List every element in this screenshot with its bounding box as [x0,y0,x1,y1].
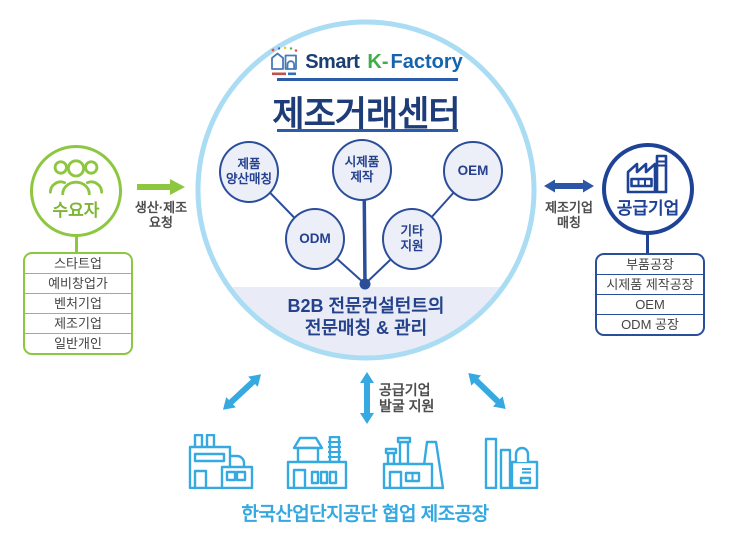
request-label-line2: 요청 [149,215,173,230]
center-footer: B2B 전문컨설턴트의 전문매칭 & 관리 [196,295,536,339]
center-title: 제조거래센터 [272,95,460,134]
bubble-oem: OEM [443,141,503,201]
partner-caption: 한국산업단지공단 협업 제조공장 [241,504,489,525]
supply-list-item: 시제품 제작공장 [597,274,703,294]
demand-list-item: 스타트업 [54,256,102,271]
factory-icon [626,154,668,194]
bubble-line: 양산매칭 [225,172,272,186]
demand-connector [75,235,78,253]
matching-arrow-label: 제조기업 매칭 [540,200,598,230]
logo-factory-text: Factory [390,50,463,73]
support-label-line2: 발굴 지원 [379,397,435,414]
bubble-prototype-production: 시제품 제작 [332,139,392,201]
request-label-line1: 생산·제조 [134,200,188,215]
center-footer-line2: 전문매칭 & 관리 [304,318,428,338]
factory-1-icon [188,434,254,489]
bubble-product-mass-matching: 제품 양산매칭 [219,141,279,203]
title-divider-bottom [277,129,458,132]
diagonal-arrow-right-icon [463,367,512,415]
logo-k-text: K- [367,50,389,73]
logo: Smart K- Factory [196,45,536,79]
supply-circle: 공급기업 [602,143,694,235]
supply-title: 공급기업 [616,199,680,218]
bubble-other-support: 기타 지원 [382,208,442,270]
matching-double-arrow-icon [544,179,594,193]
hub-dot [359,278,371,290]
bubble-line: ODM [299,230,331,246]
bubble-line: 지원 [400,239,424,253]
demand-title: 수요자 [52,201,100,220]
factory-4-icon [484,437,539,489]
supply-list: 부품공장 시제품 제작공장 OEM ODM 공장 [595,253,705,336]
demand-list-item: 일반개인 [25,333,131,353]
matching-label-line1: 제조기업 [545,200,593,215]
demand-list-item: 벤처기업 [25,293,131,313]
demand-list-item: 예비창업가 [25,273,131,293]
bubble-line: 기타 [400,223,424,238]
bubble-line: 제작 [350,170,374,184]
center-footer-line1: B2B 전문컨설턴트의 [287,296,445,316]
supply-list-item: ODM 공장 [597,314,703,334]
demand-list-item: 제조기업 [25,313,131,333]
request-arrow-icon [137,179,185,195]
diagonal-arrow-left-icon [218,368,267,415]
support-label: 공급기업 발굴 지원 [379,382,435,414]
request-arrow-label: 생산·제조 요청 [129,200,193,230]
demand-circle: 수요자 [30,145,122,237]
supply-list-item: 부품공장 [626,257,674,272]
k-factory-emblem-icon [271,46,298,76]
vertical-arrow-icon [360,372,374,424]
matching-label-line2: 매칭 [557,215,581,230]
support-label-line1: 공급기업 [379,382,431,398]
people-icon [48,159,104,195]
supply-connector [646,233,649,254]
factory-2-icon [286,436,348,489]
bubble-line: 제품 [237,156,261,171]
supply-list-item: OEM [597,294,703,314]
bubble-line: 시제품 [344,154,380,169]
factory-3-icon [382,436,445,489]
bubble-line: OEM [457,162,489,178]
title-divider-top [277,78,458,81]
demand-list: 스타트업 예비창업가 벤처기업 제조기업 일반개인 [23,252,133,355]
logo-smart-text: Smart [305,50,360,73]
bubble-odm: ODM [285,208,345,270]
